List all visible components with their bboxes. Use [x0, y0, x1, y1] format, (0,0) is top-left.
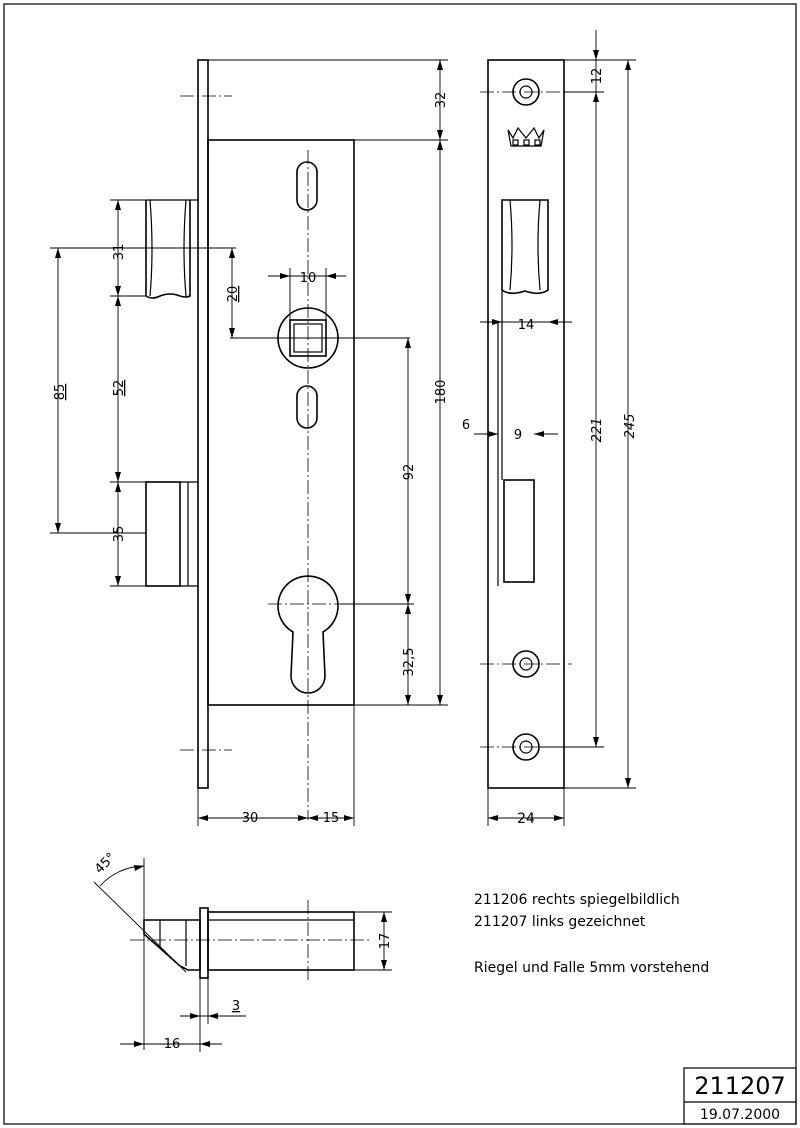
- front-view: 32 180 31 52 35 85 20 1: [50, 59, 449, 826]
- note-line-2: 211207 links gezeichnet: [474, 914, 646, 930]
- drawing-date: 19.07.2000: [700, 1107, 780, 1123]
- note-line-1: 211206 rechts spiegelbildlich: [474, 892, 680, 908]
- dim-6: 6: [462, 418, 470, 433]
- lower-slot: [296, 385, 318, 429]
- dim-35: 35: [112, 526, 127, 543]
- crown-icon: [507, 126, 545, 147]
- latch-bolt: [145, 199, 198, 299]
- side-view: 45° 17 3 16: [92, 850, 393, 1052]
- dim-32: 32: [434, 92, 449, 109]
- dim-15: 15: [323, 811, 340, 826]
- latch-opening: [501, 199, 549, 295]
- faceplate-view: 12 221 245 14 6 9 24: [462, 30, 638, 827]
- dim-32-5: 32,5: [402, 648, 417, 677]
- upper-slot: [296, 161, 318, 211]
- bolt-side: [207, 911, 355, 971]
- dead-bolt: [145, 481, 198, 587]
- drawing-number: 211207: [694, 1072, 786, 1100]
- bolt-opening: [503, 479, 535, 583]
- dim-20: 20: [226, 286, 241, 303]
- dim-16: 16: [164, 1037, 181, 1052]
- title-block: 211207 19.07.2000: [683, 1067, 797, 1125]
- drawing-frame: [3, 3, 797, 1125]
- dim-24: 24: [517, 811, 535, 827]
- dim-9: 9: [514, 428, 522, 443]
- faceplate-front: [487, 59, 565, 789]
- dim-45-degree: 45°: [92, 850, 119, 877]
- faceplate-side: [199, 907, 209, 979]
- dim-30: 30: [242, 811, 259, 826]
- dim-221: 221: [590, 418, 605, 443]
- dim-180: 180: [434, 380, 449, 405]
- lock-case: [207, 139, 355, 706]
- dim-17: 17: [378, 933, 393, 950]
- dim-92: 92: [402, 464, 417, 481]
- latch-side: [143, 919, 201, 971]
- dim-12: 12: [590, 68, 605, 85]
- faceplate: [197, 59, 209, 789]
- dim-52: 52: [112, 380, 127, 397]
- dim-3: 3: [232, 999, 240, 1014]
- notes: 211206 rechts spiegelbildlich 211207 lin…: [474, 892, 709, 976]
- dim-245: 245: [623, 414, 638, 439]
- dim-31: 31: [112, 244, 127, 261]
- dim-85: 85: [53, 384, 68, 401]
- dim-10: 10: [300, 271, 317, 286]
- dim-14: 14: [518, 318, 535, 333]
- note-line-3: Riegel und Falle 5mm vorstehend: [474, 960, 709, 976]
